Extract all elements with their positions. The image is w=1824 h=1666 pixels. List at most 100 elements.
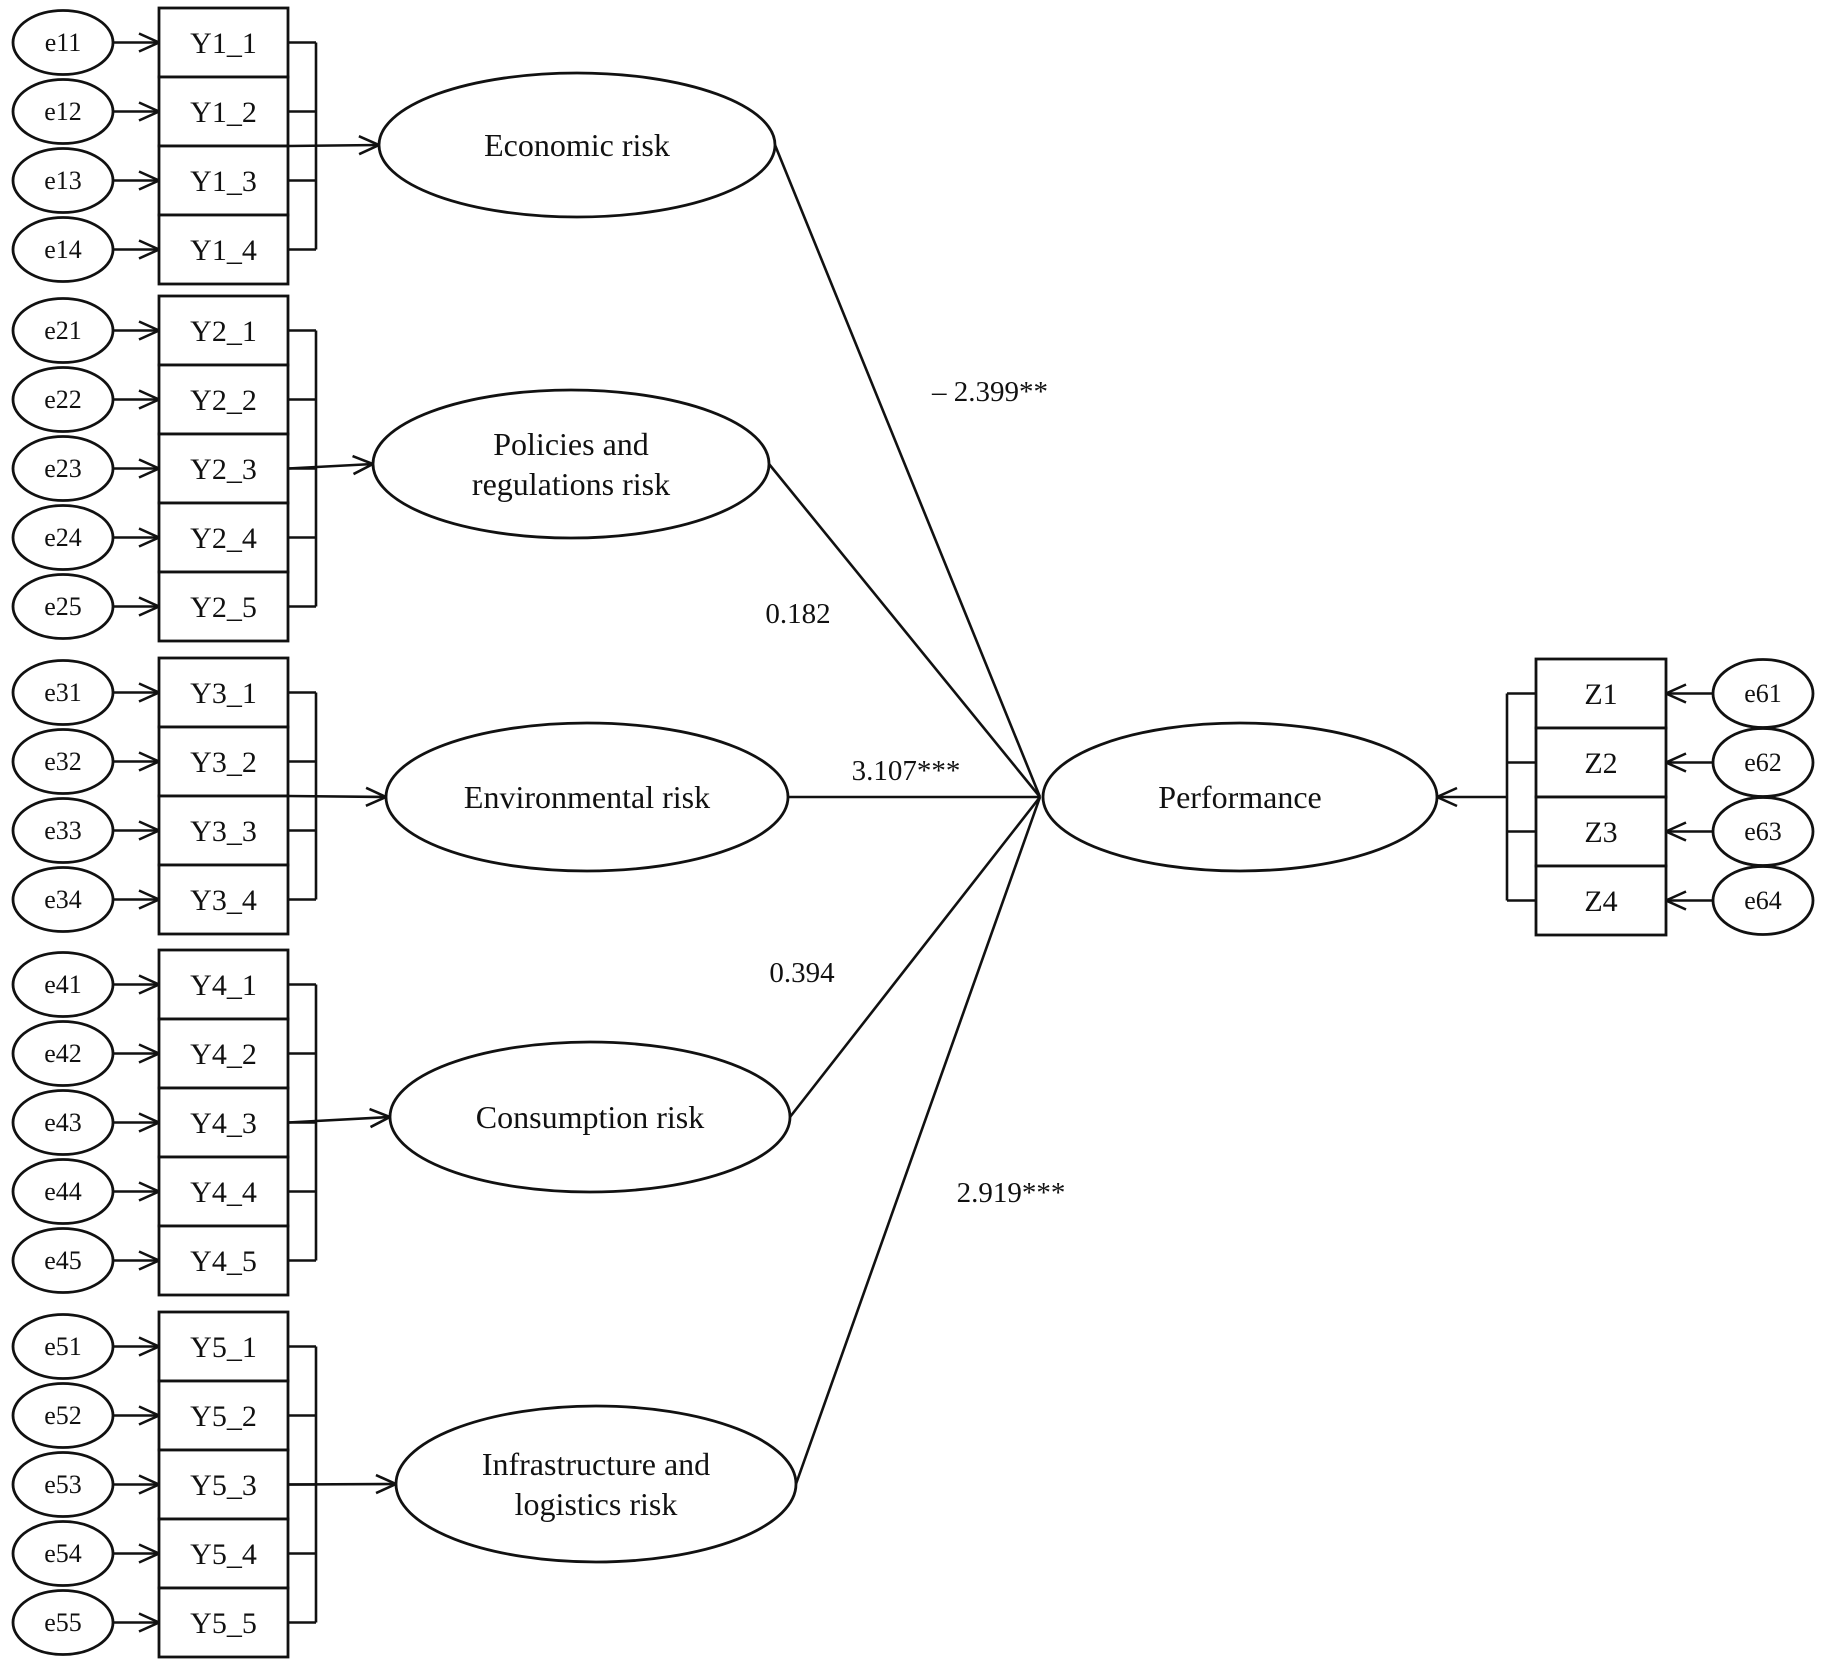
error-label-e43: e43 [44,1108,82,1137]
error-label-e34: e34 [44,885,82,914]
indicator-box-y4_2 [157,1017,290,1090]
indicator-box-z4 [1534,864,1668,937]
indicator-box-y1_4 [157,213,290,286]
error-term-e42 [11,1020,115,1087]
error-term-e43 [11,1089,115,1156]
indicator-label-y2_2: Y2_2 [190,384,257,417]
error-term-e22 [11,366,115,433]
connector-layer [113,43,1713,1623]
error-label-e32: e32 [44,747,82,776]
path-y4-to-performance [788,796,1042,1118]
latent-label-y1: Economic risk [484,127,670,163]
indicator-box-y1_1 [157,6,290,79]
error-label-e21: e21 [44,316,82,345]
indicator-box-y3_1 [157,656,290,729]
indicator-box-y5_3 [157,1448,290,1521]
indicator-box-y2_4 [157,501,290,574]
latent-label-y5: logistics risk [515,1486,678,1522]
indicator-box-y2_2 [157,363,290,436]
indicator-label-y1_2: Y1_2 [190,96,257,129]
error-term-e41 [11,951,115,1018]
indicator-label-y5_3: Y5_3 [190,1469,257,1502]
indicator-box-y3_4 [157,863,290,936]
error-term-e21 [11,297,115,364]
error-label-e12: e12 [44,97,82,126]
error-label-e22: e22 [44,385,82,414]
latent-label-performance: Performance [1158,779,1321,815]
error-term-e25 [11,573,115,640]
error-label-e14: e14 [44,235,82,264]
error-term-e54 [11,1520,115,1587]
error-label-e41: e41 [44,970,82,999]
error-term-e51 [11,1313,115,1380]
indicator-label-y3_4: Y3_4 [190,884,257,917]
indicator-box-y5_1 [157,1310,290,1383]
error-term-e52 [11,1382,115,1449]
indicator-label-y1_4: Y1_4 [190,234,257,267]
indicator-box-y2_3 [157,432,290,505]
indicator-label-z3: Z3 [1584,816,1617,849]
error-label-e45: e45 [44,1246,82,1275]
path-coefficient-y2: 0.182 [765,598,830,630]
error-label-e31: e31 [44,678,82,707]
loading-arrow-y4 [287,1117,390,1123]
indicator-box-y2_5 [157,570,290,643]
error-term-e45 [11,1227,115,1294]
path-y2-to-performance [767,463,1042,798]
indicator-box-y5_4 [157,1517,290,1590]
error-label-e54: e54 [44,1539,82,1568]
error-label-e42: e42 [44,1039,82,1068]
indicator-label-y2_3: Y2_3 [190,453,257,486]
indicator-label-y4_3: Y4_3 [190,1107,257,1140]
indicator-label-y2_5: Y2_5 [190,591,257,624]
error-term-e11 [11,9,115,76]
error-term-e13 [11,147,115,214]
indicator-box-y5_5 [157,1586,290,1659]
indicator-label-y2_4: Y2_4 [190,522,257,555]
indicator-box-y4_5 [157,1224,290,1297]
indicator-label-y5_4: Y5_4 [190,1538,257,1571]
error-label-e62: e62 [1744,748,1782,777]
latent-performance [1041,721,1439,873]
path-coefficient-y4: 0.394 [769,957,835,989]
error-term-e44 [11,1158,115,1225]
latent-y4 [388,1040,792,1194]
indicator-label-y4_2: Y4_2 [190,1038,257,1071]
latent-label-y2: regulations risk [472,466,670,502]
error-term-e23 [11,435,115,502]
error-term-e53 [11,1451,115,1518]
error-label-e24: e24 [44,523,82,552]
latent-label-y2: Policies and [493,426,649,462]
error-label-e61: e61 [1744,679,1782,708]
path-y5-to-performance [794,796,1042,1485]
error-label-e13: e13 [44,166,82,195]
error-term-e14 [11,216,115,283]
indicator-label-y4_4: Y4_4 [190,1176,257,1209]
error-term-e12 [11,78,115,145]
indicator-box-y1_3 [157,144,290,217]
indicator-label-y5_2: Y5_2 [190,1400,257,1433]
error-label-e52: e52 [44,1401,82,1430]
path-y1-to-performance [773,144,1042,798]
latent-y1 [377,71,777,219]
indicator-label-y4_5: Y4_5 [190,1245,257,1278]
indicator-label-y3_2: Y3_2 [190,746,257,779]
indicator-label-y2_1: Y2_1 [190,315,257,348]
error-term-e34 [11,866,115,933]
error-term-e24 [11,504,115,571]
latent-label-y4: Consumption risk [476,1099,704,1135]
latent-label-y3: Environmental risk [464,779,710,815]
indicator-label-y4_1: Y4_1 [190,969,257,1002]
path-coefficient-y3: 3.107*** [852,755,961,787]
error-term-e33 [11,797,115,864]
indicator-label-y5_1: Y5_1 [190,1331,257,1364]
error-label-e33: e33 [44,816,82,845]
indicator-box-y2_1 [157,294,290,367]
latent-label-y5: Infrastructure and [482,1446,710,1482]
error-label-e53: e53 [44,1470,82,1499]
error-term-e55 [11,1589,115,1656]
path-coefficient-y5: 2.919*** [957,1177,1066,1209]
loading-arrow-y1 [287,145,379,146]
indicator-label-y3_1: Y3_1 [190,677,257,710]
